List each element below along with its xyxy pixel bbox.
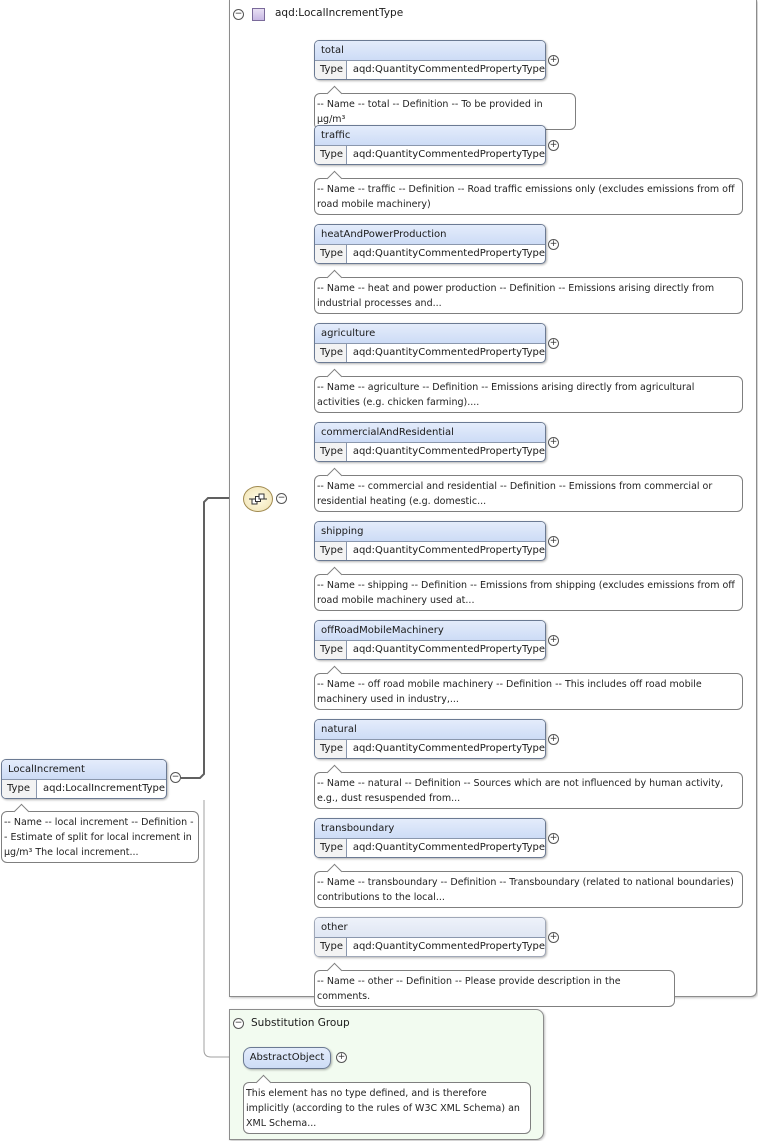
expand-heatandpowerproduction-icon[interactable]: + — [548, 239, 559, 250]
expand-abstractobject-icon[interactable]: + — [336, 1052, 347, 1063]
doc-agriculture: -- Name -- agriculture -- Definition -- … — [314, 368, 743, 413]
type-label: Type — [315, 740, 347, 758]
element-commercialandresidential[interactable]: commercialAndResidential Type aqd:Quantit… — [314, 422, 546, 462]
element-total[interactable]: total Type aqd:QuantityCommentedPropertyT… — [314, 40, 546, 80]
element-traffic[interactable]: traffic Type aqd:QuantityCommentedPropert… — [314, 125, 546, 165]
expand-total-icon[interactable]: + — [548, 55, 559, 66]
type-value: aqd:QuantityCommentedPropertyType — [352, 842, 545, 853]
type-label: Type — [315, 344, 347, 362]
doc-heatandpowerproduction: -- Name -- heat and power production -- … — [314, 269, 743, 314]
expand-transboundary-icon[interactable]: + — [548, 833, 559, 844]
element-name: shipping — [315, 522, 545, 542]
expand-other-icon[interactable]: + — [548, 932, 559, 943]
element-shipping[interactable]: shipping Type aqd:QuantityCommentedProper… — [314, 521, 546, 561]
doc-traffic: -- Name -- traffic -- Definition -- Road… — [314, 170, 743, 215]
element-transboundary[interactable]: transboundary Type aqd:QuantityCommentedP… — [314, 818, 546, 858]
type-label: Type — [315, 542, 347, 560]
element-name: natural — [315, 720, 545, 740]
type-label: Type — [2, 780, 37, 798]
type-value: aqd:QuantityCommentedPropertyType — [352, 545, 545, 556]
expand-commercialandresidential-icon[interactable]: + — [548, 437, 559, 448]
doc-text: -- Name -- total -- Definition -- To be … — [317, 99, 543, 125]
element-offroadmobilemachinery[interactable]: offRoadMobileMachinery Type aqd:QuantityC… — [314, 620, 546, 660]
doc-shipping: -- Name -- shipping -- Definition -- Emi… — [314, 566, 743, 611]
type-label: Type — [315, 443, 347, 461]
doc-commercialandresidential: -- Name -- commercial and residential --… — [314, 467, 743, 512]
doc-text: -- Name -- traffic -- Definition -- Road… — [317, 184, 735, 210]
doc-text: -- Name -- commercial and residential --… — [317, 481, 713, 507]
type-label: Type — [315, 641, 347, 659]
doc-text: -- Name -- transboundary -- Definition -… — [317, 877, 734, 903]
type-value: aqd:QuantityCommentedPropertyType — [352, 446, 545, 457]
element-name: traffic — [315, 126, 545, 146]
complex-type-title: aqd:LocalIncrementType — [275, 7, 404, 19]
type-value: aqd:QuantityCommentedPropertyType — [352, 941, 545, 952]
collapse-type-icon[interactable]: − — [233, 9, 244, 20]
element-name: transboundary — [315, 819, 545, 839]
type-value: aqd:LocalIncrementType — [43, 783, 166, 794]
type-value: aqd:QuantityCommentedPropertyType — [352, 149, 545, 160]
type-value: aqd:QuantityCommentedPropertyType — [352, 248, 545, 259]
type-value: aqd:QuantityCommentedPropertyType — [352, 347, 545, 358]
root-documentation: -- Name -- local increment -- Definition… — [1, 803, 199, 863]
expand-natural-icon[interactable]: + — [548, 734, 559, 745]
sequence-compositor-icon[interactable] — [243, 486, 273, 512]
element-name: total — [315, 41, 545, 61]
type-value: aqd:QuantityCommentedPropertyType — [352, 64, 545, 75]
doc-offroadmobilemachinery: -- Name -- off road mobile machinery -- … — [314, 665, 743, 710]
element-other[interactable]: other Type aqd:QuantityCommentedPropertyT… — [314, 917, 546, 957]
expand-agriculture-icon[interactable]: + — [548, 338, 559, 349]
expand-shipping-icon[interactable]: + — [548, 536, 559, 547]
doc-text: -- Name -- other -- Definition -- Please… — [317, 976, 621, 1002]
root-doc-text: -- Name -- local increment -- Definition… — [4, 817, 194, 858]
doc-transboundary: -- Name -- transboundary -- Definition -… — [314, 863, 743, 908]
expand-traffic-icon[interactable]: + — [548, 140, 559, 151]
doc-abstractobject: This element has no type defined, and is… — [243, 1074, 531, 1134]
element-heatandpowerproduction[interactable]: heatAndPowerProduction Type aqd:QuantityC… — [314, 224, 546, 264]
expand-offroadmobilemachinery-icon[interactable]: + — [548, 635, 559, 646]
doc-natural: -- Name -- natural -- Definition -- Sour… — [314, 764, 743, 809]
type-value: aqd:QuantityCommentedPropertyType — [352, 743, 545, 754]
type-label: Type — [315, 61, 347, 79]
element-name: offRoadMobileMachinery — [315, 621, 545, 641]
element-name: other — [315, 918, 545, 938]
doc-total: -- Name -- total -- Definition -- To be … — [314, 85, 576, 130]
collapse-root-icon[interactable]: − — [170, 772, 181, 783]
element-name: agriculture — [315, 324, 545, 344]
doc-text: -- Name -- agriculture -- Definition -- … — [317, 382, 695, 408]
element-name: commercialAndResidential — [315, 423, 545, 443]
doc-text: This element has no type defined, and is… — [246, 1088, 520, 1129]
complex-type-icon — [252, 8, 265, 21]
substitution-group-title: Substitution Group — [251, 1017, 350, 1029]
collapse-substitution-icon[interactable]: − — [233, 1018, 244, 1029]
substitution-element-abstractobject[interactable]: AbstractObject — [243, 1047, 331, 1069]
element-name: LocalIncrement — [2, 760, 166, 780]
type-value: aqd:QuantityCommentedPropertyType — [352, 644, 545, 655]
element-name: heatAndPowerProduction — [315, 225, 545, 245]
doc-other: -- Name -- other -- Definition -- Please… — [314, 962, 675, 1007]
root-element-localincrement[interactable]: LocalIncrement Type aqd:LocalIncrementTy… — [1, 759, 167, 799]
type-label: Type — [315, 146, 347, 164]
doc-text: -- Name -- natural -- Definition -- Sour… — [317, 778, 724, 804]
type-label: Type — [315, 839, 347, 857]
element-natural[interactable]: natural Type aqd:QuantityCommentedPropert… — [314, 719, 546, 759]
doc-text: -- Name -- heat and power production -- … — [317, 283, 715, 309]
type-label: Type — [315, 938, 347, 956]
collapse-sequence-icon[interactable]: − — [276, 493, 287, 504]
doc-text: -- Name -- shipping -- Definition -- Emi… — [317, 580, 735, 606]
doc-text: -- Name -- off road mobile machinery -- … — [317, 679, 702, 705]
type-label: Type — [315, 245, 347, 263]
element-agriculture[interactable]: agriculture Type aqd:QuantityCommentedPro… — [314, 323, 546, 363]
